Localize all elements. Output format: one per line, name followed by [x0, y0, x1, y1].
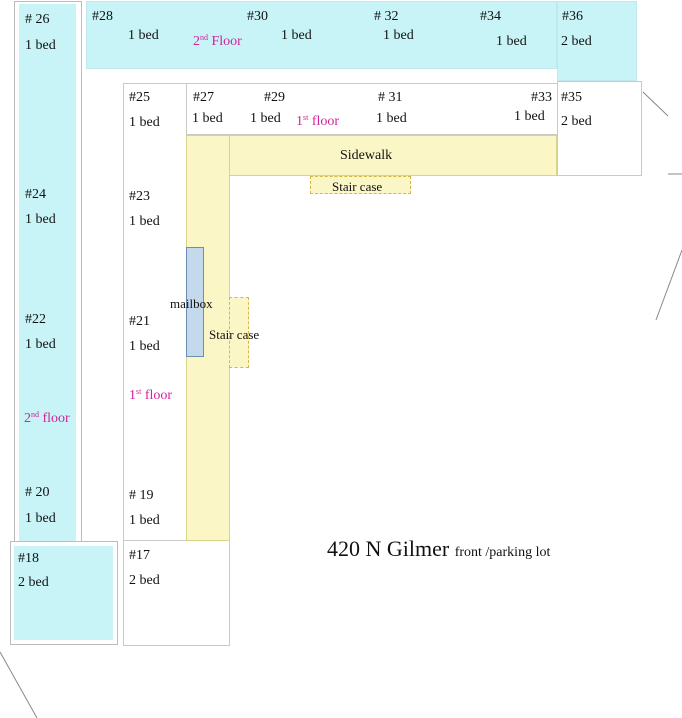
unit-20-beds: 1 bed	[25, 511, 56, 526]
staircase-left	[229, 297, 249, 368]
first-floor-top-row	[186, 83, 559, 135]
unit-32-beds: 1 bed	[383, 28, 414, 43]
unit-18-number: #18	[18, 551, 39, 566]
first-floor-label-top: 1st floor	[296, 113, 340, 130]
staircase-top	[310, 176, 411, 194]
address-main: 420 N Gilmer	[327, 536, 450, 561]
unit-17-beds: 2 bed	[129, 573, 160, 588]
unit-25-number: #25	[129, 90, 150, 105]
unit-19-beds: 1 bed	[129, 513, 160, 528]
unit-18-box	[14, 546, 113, 640]
unit-31-number: # 31	[378, 90, 403, 105]
second-floor-label-top: 2nd Floor	[193, 33, 242, 50]
unit-29-number: #29	[264, 90, 285, 105]
unit-27-number: #27	[193, 90, 214, 105]
unit-19-number: # 19	[129, 488, 154, 503]
unit-33-number: #33	[531, 90, 552, 105]
unit-31-beds: 1 bed	[376, 111, 407, 126]
sidewalk-horizontal	[186, 135, 557, 176]
unit-35-box	[557, 81, 642, 176]
staircase-left-label: Stair case	[209, 327, 260, 342]
unit-21-number: #21	[129, 314, 150, 329]
unit-32-number: # 32	[374, 9, 399, 24]
unit-18-beds: 2 bed	[18, 575, 49, 590]
unit-35-number: #35	[561, 90, 582, 105]
first-floor-left-column	[123, 83, 188, 541]
unit-30-beds: 1 bed	[281, 28, 312, 43]
address-sub: front /parking lot	[454, 545, 551, 560]
unit-33-beds: 1 bed	[514, 109, 545, 124]
unit-17-number: #17	[129, 548, 150, 563]
unit-36-beds: 2 bed	[561, 34, 592, 49]
unit-28-beds: 1 bed	[128, 28, 159, 43]
unit-21-beds: 1 bed	[129, 339, 160, 354]
unit-35-beds: 2 bed	[561, 114, 592, 129]
unit-34-beds: 1 bed	[496, 34, 527, 49]
second-floor-left-column	[19, 4, 76, 542]
unit-22-beds: 1 bed	[25, 337, 56, 352]
sidewalk-corner	[187, 136, 229, 175]
property-address-title: 420 N Gilmer front /parking lot	[327, 536, 550, 562]
unit-23-number: #23	[129, 189, 150, 204]
staircase-top-label: Stair case	[332, 179, 383, 194]
second-floor-top-row	[86, 1, 557, 69]
unit-17-box	[123, 540, 230, 646]
unit-24-number: #24	[25, 187, 46, 202]
unit-25-beds: 1 bed	[129, 115, 160, 130]
unit-28-number: #28	[92, 9, 113, 24]
second-floor-label-left: 2nd floor	[24, 410, 70, 427]
first-floor-label-left: 1st floor	[129, 387, 173, 404]
unit-20-number: # 20	[25, 485, 50, 500]
unit-24-beds: 1 bed	[25, 212, 56, 227]
unit-26-beds: 1 bed	[25, 38, 56, 53]
unit-23-beds: 1 bed	[129, 214, 160, 229]
unit-29-beds: 1 bed	[250, 111, 281, 126]
unit-30-number: #30	[247, 9, 268, 24]
sidewalk-label: Sidewalk	[340, 148, 393, 163]
mailbox-label: mailbox	[170, 296, 213, 311]
unit-27-beds: 1 bed	[192, 111, 223, 126]
unit-36-number: #36	[562, 9, 583, 24]
mailbox	[186, 247, 204, 357]
unit-36-box	[557, 1, 637, 81]
unit-22-number: #22	[25, 312, 46, 327]
unit-34-number: #34	[480, 9, 501, 24]
unit-26-number: # 26	[25, 12, 50, 27]
